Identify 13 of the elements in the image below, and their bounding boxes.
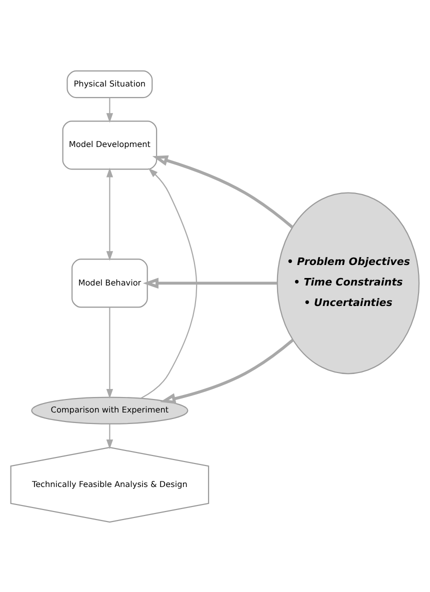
arrow bbox=[106, 167, 114, 260]
node-box: Model Development bbox=[62, 120, 158, 170]
node-ellipse: • Problem Objectives • Time Constraints • Uncertainties bbox=[276, 192, 420, 374]
node-ellipse: Comparison with Experiment bbox=[31, 396, 188, 424]
node-box: Physical Situation bbox=[66, 70, 153, 98]
arrow bbox=[142, 277, 278, 288]
arrow bbox=[152, 154, 294, 228]
node-box: Model Behavior bbox=[71, 258, 148, 308]
arrow bbox=[106, 423, 114, 449]
arrow bbox=[160, 338, 294, 404]
arrow bbox=[106, 97, 114, 122]
arrow bbox=[140, 168, 198, 398]
arrow bbox=[106, 306, 114, 398]
